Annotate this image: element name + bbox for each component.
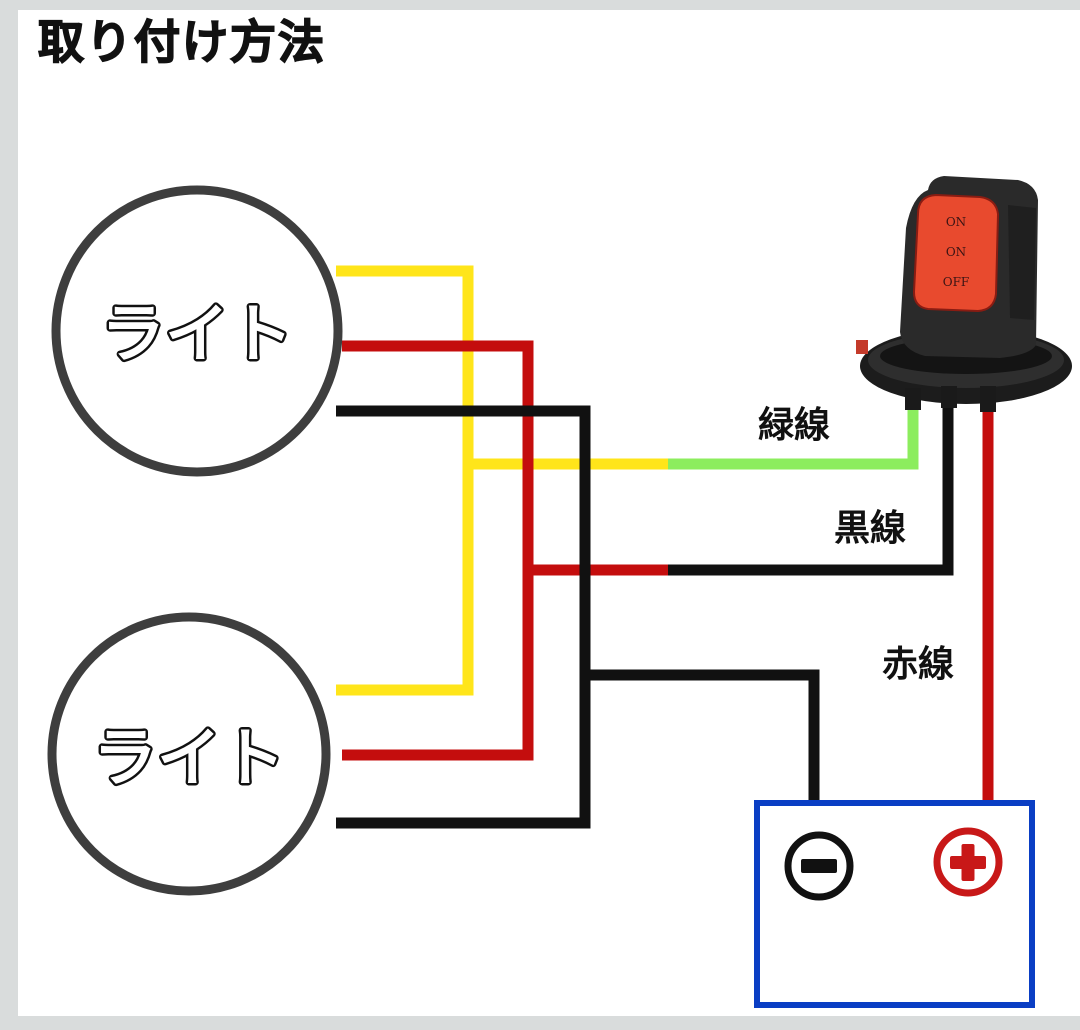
switch-rocker: [912, 193, 1000, 313]
light-bottom: ライト: [47, 612, 331, 896]
red-wire-label: 赤線: [882, 644, 954, 685]
page-title: 取り付け方法: [37, 14, 326, 70]
wires-group: [336, 265, 994, 829]
yellow-wire-bottom-light: [336, 464, 474, 696]
switch-position-label: ON: [946, 245, 966, 259]
red-wire-top-light: [342, 340, 668, 576]
light-top-circle: [51, 185, 343, 477]
black-wire-from-switch: [668, 402, 954, 576]
light-bottom-label: ライト: [93, 722, 285, 796]
switch-position-label: OFF: [943, 275, 970, 289]
plus-circle-icon: [933, 827, 1003, 897]
battery: [754, 800, 1035, 1008]
battery-outline: [754, 800, 1035, 1008]
green-wire: [668, 400, 919, 470]
handlebar-switch: ON ON OFF: [856, 176, 1072, 412]
switch-position-label: ON: [946, 215, 966, 229]
black-wire-to-battery-negative: [585, 669, 820, 803]
light-top: ライト: [51, 185, 343, 477]
black-wire-label: 黒線: [834, 508, 906, 549]
green-wire-label: 緑線: [758, 405, 830, 446]
light-top-label: ライト: [101, 298, 293, 372]
yellow-wire-top-light: [336, 265, 668, 470]
minus-circle-icon: [784, 831, 854, 901]
black-wire-top-light: [336, 405, 591, 829]
light-bottom-circle: [47, 612, 331, 896]
red-wire-bottom-light: [342, 570, 534, 761]
